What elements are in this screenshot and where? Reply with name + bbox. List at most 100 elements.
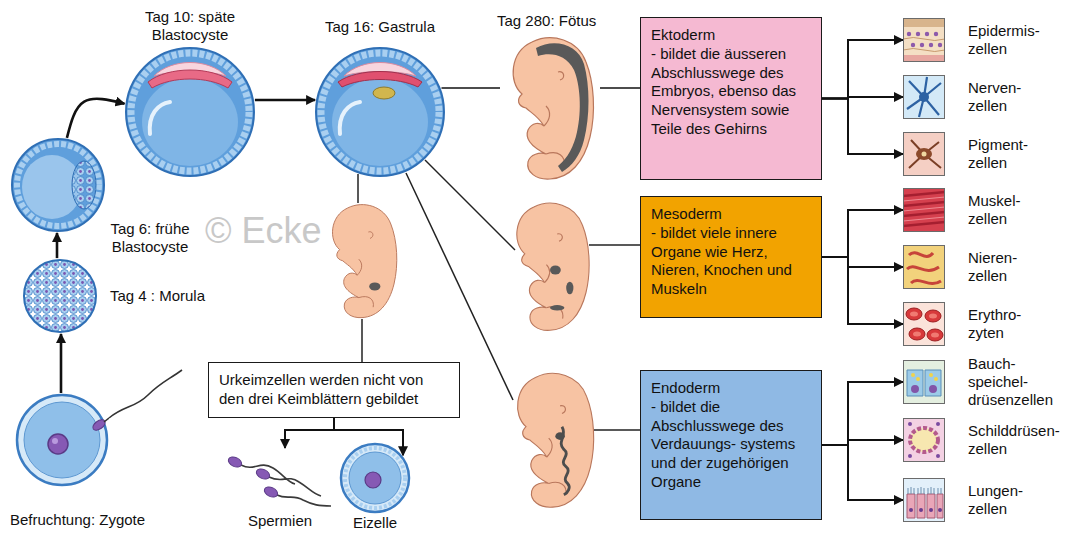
node-picture	[17, 395, 109, 485]
watermark: © Ecke	[205, 210, 322, 252]
leader-line	[361, 319, 363, 362]
node-shape	[903, 418, 945, 462]
box-heading: Mesoderm	[651, 205, 811, 224]
stage-label: Befruchtung: Zygote	[10, 511, 180, 529]
sperm-tail	[109, 370, 182, 418]
label-holder: © Ecke	[205, 210, 322, 252]
node-shape	[903, 302, 945, 346]
fetus-drawing	[332, 205, 396, 318]
node-shape	[903, 18, 945, 62]
leader-line	[589, 244, 640, 246]
node-shape	[903, 188, 945, 232]
cell-icon: Pigment- zellen	[903, 132, 945, 176]
cell-label: Nieren- zellen	[968, 249, 1017, 285]
box-text: - bildet viele innere Organe wie Herz, N…	[651, 224, 811, 299]
cell-label: Eizelle	[325, 514, 425, 532]
node-picture	[126, 48, 254, 176]
cell-label: Epidermis- zellen	[968, 22, 1040, 58]
flow-arrow	[255, 99, 315, 102]
box-heading: Endoderm	[651, 379, 811, 398]
node-shape	[314, 46, 446, 178]
flow-arrow	[60, 334, 63, 393]
germ-layer-box: Endoderm- bildet die Abschlusswege des V…	[640, 370, 822, 520]
branch-arrow	[822, 210, 903, 257]
box-text: - bildet die Abschlusswege des Verdauung…	[651, 398, 811, 492]
cell-icon: Schilddrüsen- zellen	[903, 418, 945, 462]
germ-layer-box: Ektoderm- bildet die äusseren Abschlussw…	[640, 17, 822, 180]
branch-arrow	[822, 99, 903, 155]
flow-arrow	[56, 233, 59, 258]
node-picture	[316, 48, 444, 176]
branch-arrow	[822, 257, 903, 267]
branch-arrow	[822, 382, 903, 445]
zygote-cell: Befruchtung: Zygote	[15, 393, 109, 487]
node-shape	[124, 46, 256, 178]
cell-label: Muskel- zellen	[968, 192, 1021, 228]
morula-cell: Tag 4 : Morula	[22, 258, 98, 334]
stage-label: Tag 280: Fötus	[497, 12, 637, 30]
node-picture	[903, 18, 945, 62]
fetus-drawing	[517, 203, 589, 330]
branch-arrow	[822, 445, 903, 500]
mesoderm-organs	[550, 266, 573, 311]
endoderm-organs	[555, 427, 569, 495]
node-picture	[903, 132, 945, 176]
node-picture	[513, 38, 593, 179]
connector-line	[441, 87, 500, 89]
cell-label: Bauch- speichel- drüsenzellen	[968, 355, 1053, 409]
cell-label: Spermien	[225, 512, 335, 530]
leader-line	[357, 174, 359, 203]
cell-label: Lungen- zellen	[968, 482, 1023, 518]
leader-line	[425, 160, 515, 250]
blastocyst-late: Tag 10: späte Blastocyste	[124, 46, 256, 178]
cell-icon: Erythro- zyten	[903, 302, 945, 346]
germ-cell-region	[369, 282, 380, 290]
cell-icon: Epidermis- zellen	[903, 18, 945, 62]
leader-line	[594, 429, 640, 431]
branch-arrow	[285, 418, 334, 448]
germ-layer-box: Mesoderm- bildet viele innere Organe wie…	[640, 196, 822, 318]
node-shape	[339, 442, 411, 514]
node-picture	[536, 43, 589, 172]
note-box: Urkeimzellen werden nicht von den drei K…	[208, 362, 460, 418]
stage-label: Tag 10: späte Blastocyste	[110, 8, 270, 44]
node-picture	[227, 455, 331, 506]
cell-icon: Nieren- zellen	[903, 245, 945, 289]
cell-icon: Nerven- zellen	[903, 75, 945, 119]
cell-label: Pigment- zellen	[968, 136, 1028, 172]
node-picture	[903, 478, 945, 522]
cell-icon: Bauch- speichel- drüsenzellen	[903, 360, 945, 404]
node-shape	[15, 393, 109, 487]
node-picture	[341, 444, 409, 512]
node-picture	[903, 245, 945, 289]
egg-cell: Eizelle	[339, 442, 411, 514]
box-heading: Ektoderm	[651, 26, 811, 45]
stage-label: Tag 16: Gastrula	[300, 18, 460, 36]
node-picture	[903, 188, 945, 232]
fetus-figure: Tag 280: Fötus	[500, 32, 600, 182]
node-shape	[225, 448, 335, 510]
fetus-drawing	[518, 373, 594, 507]
branch-arrow	[822, 257, 903, 324]
node-picture	[24, 260, 96, 332]
cell-icon: Lungen- zellen	[903, 478, 945, 522]
node-picture	[903, 360, 945, 404]
cell-icon: Muskel- zellen	[903, 188, 945, 232]
node-shape	[500, 32, 600, 182]
connector-line	[600, 87, 640, 89]
stage-label: Tag 6: frühe Blastocyste	[98, 220, 202, 256]
node-shape	[903, 132, 945, 176]
stage-label: Tag 4 : Morula	[110, 287, 250, 305]
gastrula: Tag 16: Gastrula	[314, 46, 446, 178]
branch-arrow	[822, 40, 903, 99]
node-shape	[903, 360, 945, 404]
node-picture	[12, 139, 104, 231]
box-text: Urkeimzellen werden nicht von den drei K…	[219, 371, 449, 409]
node-shape	[10, 137, 106, 233]
sperm-cells: Spermien	[225, 448, 335, 510]
node-shape	[22, 258, 98, 334]
node-picture	[903, 418, 945, 462]
node-shape	[903, 245, 945, 289]
box-text: - bildet die äusseren Abschlusswege des …	[651, 45, 811, 139]
